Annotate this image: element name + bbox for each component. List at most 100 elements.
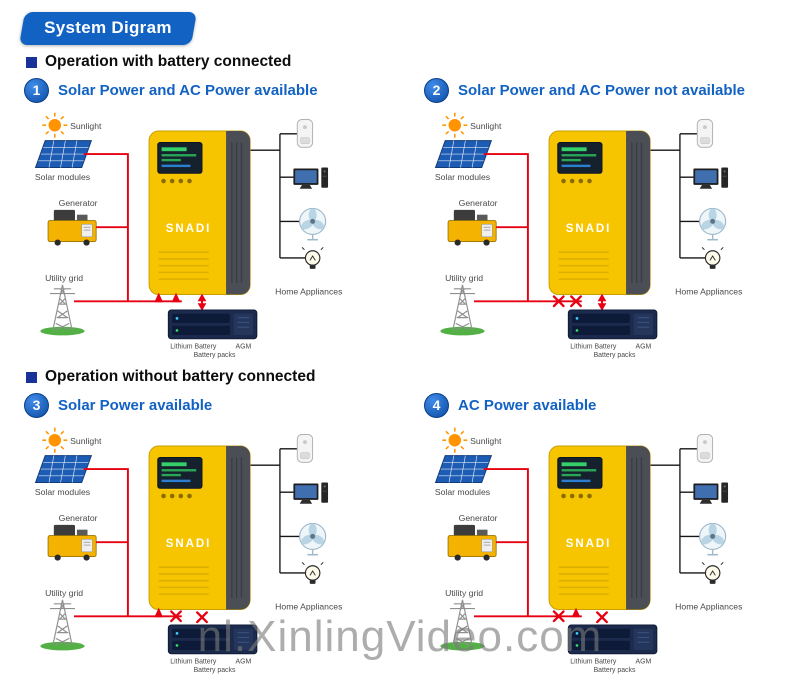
generator-icon (447, 209, 497, 247)
fan-icon (298, 522, 327, 556)
agm-label: AGM (636, 343, 652, 350)
panel-4: 4 AC Power available Sunlight Solar modu… (400, 388, 800, 675)
generator-label: Generator (459, 513, 498, 523)
inverter-brand: SNADI (166, 223, 212, 235)
inverter-brand: SNADI (166, 538, 212, 550)
tv-computer-icon (293, 482, 329, 505)
agm-label: AGM (236, 658, 252, 665)
water-heater-icon (296, 433, 314, 463)
utility-grid-icon (39, 284, 86, 337)
sun-icon (41, 111, 69, 139)
inverter-icon (548, 130, 651, 296)
generator-icon (447, 524, 497, 562)
power-wiring (474, 468, 582, 618)
lamp-icon (701, 246, 724, 270)
sun-icon (441, 111, 469, 139)
battery-pack-icon (167, 624, 258, 655)
panel-4-diagram: Sunlight Solar modules Generator Utility… (435, 426, 743, 674)
title-badge-label: System Digram (44, 18, 172, 37)
battery-packs-label: Battery packs (194, 352, 236, 359)
utility-grid-icon (39, 599, 86, 652)
battery-pack-icon (167, 309, 258, 340)
tv-computer-icon (693, 482, 729, 505)
generator-icon (47, 209, 97, 247)
utility-grid-label: Utility grid (445, 588, 483, 598)
lithium-battery-label: Lithium Battery (570, 343, 617, 350)
panels-row-1: 1 Solar Power and AC Power available Sun… (0, 73, 800, 360)
battery-packs-label: Battery packs (594, 352, 636, 359)
battery-packs-label: Battery packs (594, 667, 636, 674)
panel-1-header: 1 Solar Power and AC Power available (24, 76, 400, 104)
battery-pack-icon (567, 624, 658, 655)
panel-title: Solar Power and AC Power not available (458, 81, 746, 99)
generator-label: Generator (459, 198, 498, 208)
square-bullet-icon (26, 371, 37, 383)
battery-flow-arrow-icon (196, 292, 208, 312)
inverter-icon (148, 445, 251, 611)
water-heater-icon (696, 433, 714, 463)
panel-1: 1 Solar Power and AC Power available Sun… (0, 73, 400, 360)
solar-modules-label: Solar modules (435, 172, 491, 182)
panel-4-header: 4 AC Power available (424, 391, 800, 419)
inverter-icon (548, 445, 651, 611)
tv-computer-icon (293, 167, 329, 190)
agm-label: AGM (636, 658, 652, 665)
panel-title: Solar Power and AC Power available (58, 81, 318, 99)
generator-label: Generator (59, 513, 98, 523)
appliance-wiring (250, 133, 306, 259)
lamp-icon (301, 246, 324, 270)
solar-modules-label: Solar modules (435, 487, 491, 497)
section-heading-with-battery: Operation with battery connected (26, 53, 800, 71)
water-heater-icon (696, 118, 714, 148)
solar-panel-icon (435, 140, 492, 169)
solar-panel-icon (435, 455, 492, 484)
panel-number-badge: 3 (24, 392, 49, 418)
panel-1-diagram: Sunlight Solar modules Generator Utility… (35, 111, 343, 359)
sunlight-label: Sunlight (70, 121, 102, 131)
power-wiring (474, 153, 582, 303)
fan-icon (698, 207, 727, 241)
agm-label: AGM (236, 343, 252, 350)
lithium-battery-label: Lithium Battery (170, 343, 217, 350)
panel-title: Solar Power available (58, 396, 213, 414)
section-heading-label: Operation without battery connected (45, 368, 316, 385)
panel-number-badge: 2 (424, 77, 449, 103)
home-appliances-label: Home Appliances (275, 287, 343, 297)
generator-label: Generator (59, 198, 98, 208)
inverter-brand: SNADI (566, 223, 612, 235)
section-heading-label: Operation with battery connected (45, 53, 292, 70)
sunlight-label: Sunlight (470, 121, 502, 131)
inverter-icon (148, 130, 251, 296)
solar-panel-icon (35, 455, 92, 484)
fan-icon (698, 522, 727, 556)
title-badge: System Digram (19, 12, 197, 45)
battery-disconnected-x-icon (596, 611, 608, 624)
home-appliances-label: Home Appliances (275, 602, 343, 612)
utility-grid-icon (439, 599, 486, 652)
tv-computer-icon (693, 167, 729, 190)
utility-grid-label: Utility grid (45, 588, 83, 598)
lithium-battery-label: Lithium Battery (570, 658, 617, 665)
water-heater-icon (296, 118, 314, 148)
panels-row-2: 3 Solar Power available Sunlight Solar m… (0, 388, 800, 675)
solar-modules-label: Solar modules (35, 487, 91, 497)
panel-2: 2 Solar Power and AC Power not available… (400, 73, 800, 360)
panel-2-diagram: Sunlight Solar modules Generator Utility… (435, 111, 743, 359)
panel-3-header: 3 Solar Power available (24, 391, 400, 419)
utility-grid-icon (439, 284, 486, 337)
battery-packs-label: Battery packs (194, 667, 236, 674)
utility-grid-label: Utility grid (45, 273, 83, 283)
panel-3-diagram: Sunlight Solar modules Generator Utility… (35, 426, 343, 674)
panel-number-badge: 4 (424, 392, 449, 418)
lithium-battery-label: Lithium Battery (170, 658, 217, 665)
sun-icon (41, 426, 69, 454)
sunlight-label: Sunlight (70, 436, 102, 446)
battery-pack-icon (567, 309, 658, 340)
lamp-icon (701, 561, 724, 585)
battery-disconnected-x-icon (196, 611, 208, 624)
home-appliances-label: Home Appliances (675, 602, 743, 612)
solar-panel-icon (35, 140, 92, 169)
appliance-wiring (250, 448, 306, 574)
lamp-icon (301, 561, 324, 585)
battery-flow-arrow-icon (596, 292, 608, 312)
